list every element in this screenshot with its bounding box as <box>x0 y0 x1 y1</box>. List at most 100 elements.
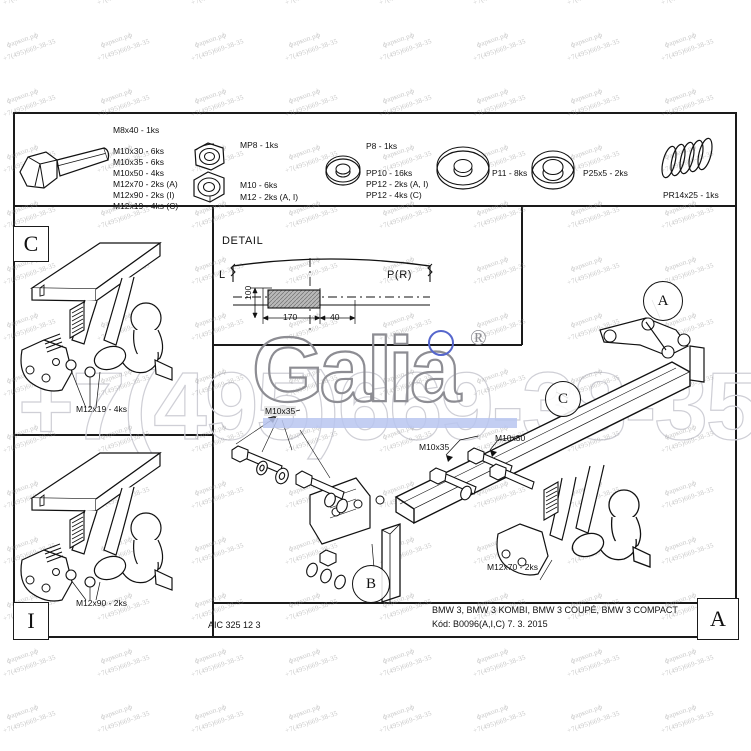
watermark-phone-text: +7(495)669-38-35 <box>660 0 715 7</box>
code-and-date: Kód: B0096(A,I,C) 7. 3. 2015 <box>432 619 548 629</box>
watermark-phone-text: +7(495)669-38-35 <box>284 0 339 7</box>
watermark-site-text: фаркоп.рф <box>569 646 604 666</box>
watermark-phone-text: +7(495)669-38-35 <box>284 653 339 679</box>
watermark-site-text: фаркоп.рф <box>287 646 322 666</box>
callout-circle-b: B <box>352 565 390 603</box>
watermark-site-text: фаркоп.рф <box>475 86 510 106</box>
detail-dim-width: 170 <box>283 312 298 322</box>
watermark-phone-text: +7(495)669-38-35 <box>472 37 527 63</box>
part-label-washer-pp12-ai: PP12 - 2ks (A, I) <box>366 179 429 189</box>
watermark-site-text: фаркоп.рф <box>381 646 416 666</box>
watermark-site-text: фаркоп.рф <box>99 30 134 50</box>
main-label-m10x35: M10x35 <box>419 442 450 452</box>
divider-detail-box-right <box>521 205 523 345</box>
divider-detail-box <box>212 344 522 346</box>
panel-letter-i: I <box>13 602 49 640</box>
part-label-nut-mp8: MP8 - 1ks <box>240 140 279 150</box>
watermark-site-text: фаркоп.рф <box>287 702 322 722</box>
part-label-washer-p11: P11 - 8ks <box>492 168 528 178</box>
drawing-number: AIC 325 12 3 <box>208 620 261 630</box>
part-label-bolt-m10x30: M10x30 - 6ks <box>113 146 165 156</box>
watermark-site-text: фаркоп.рф <box>99 702 134 722</box>
watermark-phone-text: +7(495)669-38-35 <box>190 0 245 7</box>
watermark-site-text: фаркоп.рф <box>5 702 40 722</box>
callout-circle-a: A <box>643 281 683 321</box>
callout-circle-c: C <box>545 381 581 417</box>
watermark-site-text: фаркоп.рф <box>569 86 604 106</box>
part-label-washer-p8: P8 - 1ks <box>366 141 398 151</box>
watermark-site-text: фаркоп.рф <box>569 702 604 722</box>
part-label-spring-pr14x25: PR14x25 - 1ks <box>663 190 719 200</box>
drawing-frame <box>13 112 737 638</box>
watermark-site-text: фаркоп.рф <box>193 646 228 666</box>
watermark-site-text: фаркоп.рф <box>381 30 416 50</box>
watermark-site-text: фаркоп.рф <box>381 86 416 106</box>
watermark-phone-text: +7(495)669-38-35 <box>566 709 621 735</box>
main-label-m10x35-selected[interactable]: M10x35 <box>264 406 297 416</box>
watermark-site-text: фаркоп.рф <box>287 86 322 106</box>
part-label-washer-p25x5: P25x5 - 2ks <box>583 168 628 178</box>
part-label-bolt-m12x90: M12x90 - 2ks (I) <box>113 190 175 200</box>
detail-label-left: L <box>219 269 226 281</box>
panel-letter-c: C <box>13 226 49 262</box>
watermark-phone-text: +7(495)669-38-35 <box>2 653 57 679</box>
watermark-site-text: фаркоп.рф <box>381 702 416 722</box>
watermark-phone-text: +7(495)669-38-35 <box>190 709 245 735</box>
watermark-phone-text: +7(495)669-38-35 <box>190 653 245 679</box>
divider-panel-c-i <box>13 434 213 436</box>
watermark-phone-text: +7(495)669-38-35 <box>96 0 151 7</box>
watermark-phone-text: +7(495)669-38-35 <box>566 653 621 679</box>
watermark-site-text: фаркоп.рф <box>475 646 510 666</box>
watermark-phone-text: +7(495)669-38-35 <box>96 37 151 63</box>
watermark-site-text: фаркоп.рф <box>193 86 228 106</box>
detail-dim-offset: 40 <box>330 312 340 322</box>
part-label-bolt-m12x70: M12x70 - 2ks (A) <box>113 179 178 189</box>
part-label-bolt: M8x40 - 1ks <box>113 125 160 135</box>
watermark-phone-text: +7(495)669-38-35 <box>472 0 527 7</box>
watermark-site-text: фаркоп.рф <box>99 86 134 106</box>
watermark-site-text: фаркоп.рф <box>663 86 698 106</box>
divider-left-column <box>212 205 214 638</box>
divider-footer <box>212 602 737 604</box>
main-label-m12x70: M12x70 - 2ks <box>487 562 539 572</box>
part-label-nut-m10: M10 - 6ks <box>240 180 278 190</box>
watermark-phone-text: +7(495)669-38-35 <box>378 37 433 63</box>
watermark-phone-text: +7(495)669-38-35 <box>378 653 433 679</box>
watermark-site-text: фаркоп.рф <box>193 30 228 50</box>
watermark-site-text: фаркоп.рф <box>663 702 698 722</box>
watermark-phone-text: +7(495)669-38-35 <box>566 37 621 63</box>
watermark-phone-text: +7(495)669-38-35 <box>96 709 151 735</box>
divider-parts-strip <box>13 205 737 207</box>
watermark-site-text: фаркоп.рф <box>99 646 134 666</box>
watermark-phone-text: +7(495)669-38-35 <box>378 709 433 735</box>
watermark-site-text: фаркоп.рф <box>663 30 698 50</box>
watermark-site-text: фаркоп.рф <box>5 86 40 106</box>
watermark-phone-text: +7(495)669-38-35 <box>566 0 621 7</box>
selection-highlight <box>263 418 517 428</box>
part-label-washer-pp10: PP10 - 16ks <box>366 168 413 178</box>
detail-title: DETAIL <box>222 235 264 247</box>
watermark-phone-text: +7(495)669-38-35 <box>2 709 57 735</box>
watermark-phone-text: +7(495)669-38-35 <box>378 0 433 7</box>
part-label-nut-m12: M12 - 2ks (A, I) <box>240 192 299 202</box>
detail-label-right: P(R) <box>387 269 413 281</box>
watermark-phone-text: +7(495)669-38-35 <box>472 653 527 679</box>
watermark-phone-text: +7(495)669-38-35 <box>472 709 527 735</box>
part-label-bolt-m10x35: M10x35 - 6ks <box>113 157 165 167</box>
watermark-phone-text: +7(495)669-38-35 <box>2 37 57 63</box>
part-label-washer-pp12-c: PP12 - 4ks (C) <box>366 190 422 200</box>
watermark-site-text: фаркоп.рф <box>475 702 510 722</box>
panel-i-fastener-label: M12x90 - 2ks <box>76 598 128 608</box>
watermark-site-text: фаркоп.рф <box>5 30 40 50</box>
watermark-site-text: фаркоп.рф <box>663 646 698 666</box>
watermark-phone-text: +7(495)669-38-35 <box>190 37 245 63</box>
vehicle-list: BMW 3, BMW 3 KOMBI, BMW 3 COUPÉ, BMW 3 C… <box>432 605 678 615</box>
detail-dim-height: 100 <box>243 285 253 300</box>
watermark-phone-text: +7(495)669-38-35 <box>660 37 715 63</box>
watermark-phone-text: +7(495)669-38-35 <box>284 709 339 735</box>
watermark-phone-text: +7(495)669-38-35 <box>660 653 715 679</box>
main-label-m10x30: M10x30 <box>495 433 526 443</box>
watermark-site-text: фаркоп.рф <box>5 646 40 666</box>
panel-c-fastener-label: M12x19 - 4ks <box>76 404 128 414</box>
